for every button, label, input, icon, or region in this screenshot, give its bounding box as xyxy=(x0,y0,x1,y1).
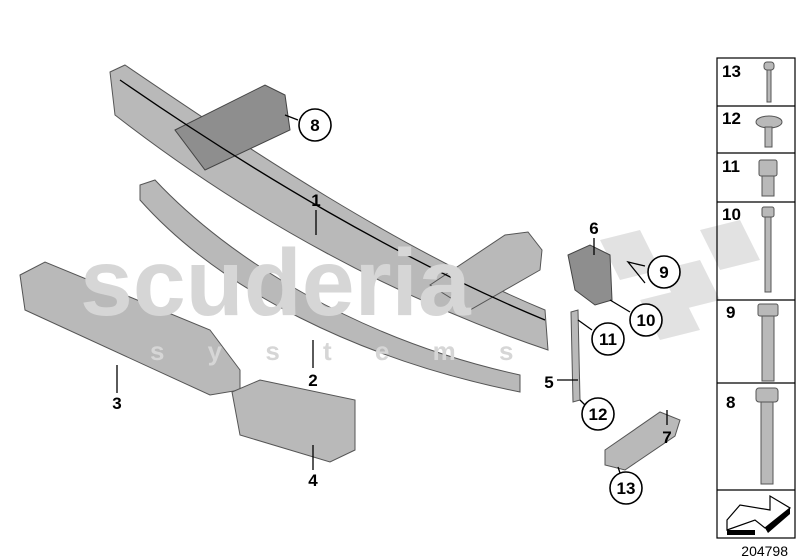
support-strip-part xyxy=(570,309,581,403)
callout-11: 11 xyxy=(591,322,625,356)
callout-4: 4 xyxy=(308,471,318,490)
diagram-code: 204798 xyxy=(741,543,788,559)
cover-part xyxy=(231,379,356,463)
callout-13: 13 xyxy=(609,471,643,505)
fastener-panel xyxy=(716,57,796,539)
fastener-11: 11 xyxy=(722,157,778,197)
bumper-carrier-part xyxy=(109,64,549,351)
leader-lines xyxy=(116,114,668,474)
svg-text:12: 12 xyxy=(722,109,741,128)
svg-text:12: 12 xyxy=(589,405,608,424)
callout-12: 12 xyxy=(581,397,615,431)
energy-absorber-part xyxy=(19,261,241,396)
svg-text:9: 9 xyxy=(659,263,668,282)
svg-text:10: 10 xyxy=(637,311,656,330)
callout-6: 6 xyxy=(589,219,598,238)
callout-10: 10 xyxy=(629,303,663,337)
svg-text:13: 13 xyxy=(722,62,741,81)
fastener-8: 8 xyxy=(726,387,779,485)
callout-7: 7 xyxy=(662,428,671,447)
bracket-part xyxy=(567,244,613,306)
callout-5: 5 xyxy=(544,373,553,392)
svg-text:8: 8 xyxy=(310,116,319,135)
callout-8: 8 xyxy=(298,108,332,142)
fastener-9: 9 xyxy=(726,303,779,382)
svg-text:10: 10 xyxy=(722,205,741,224)
callout-1: 1 xyxy=(311,191,320,210)
callout-2: 2 xyxy=(308,371,317,390)
reinforcement-strip-part xyxy=(139,179,521,393)
svg-text:8: 8 xyxy=(726,393,735,412)
watermark-sub: s y s t e m s xyxy=(150,336,531,366)
svg-text:13: 13 xyxy=(617,479,636,498)
direction-arrow-icon xyxy=(726,494,792,535)
watermark-main: scuderia xyxy=(80,230,472,336)
fastener-10: 10 xyxy=(722,205,775,293)
fastener-12: 12 xyxy=(722,109,783,148)
svg-text:9: 9 xyxy=(726,303,735,322)
checkered-flag-icon xyxy=(600,220,760,340)
svg-text:11: 11 xyxy=(599,330,617,349)
watermark: scuderia s y s t e m s xyxy=(80,230,531,366)
svg-text:11: 11 xyxy=(722,157,740,176)
callout-3: 3 xyxy=(112,394,121,413)
fastener-13: 13 xyxy=(722,61,775,103)
bracket-7-part xyxy=(604,411,681,471)
callout-9: 9 xyxy=(647,255,681,289)
